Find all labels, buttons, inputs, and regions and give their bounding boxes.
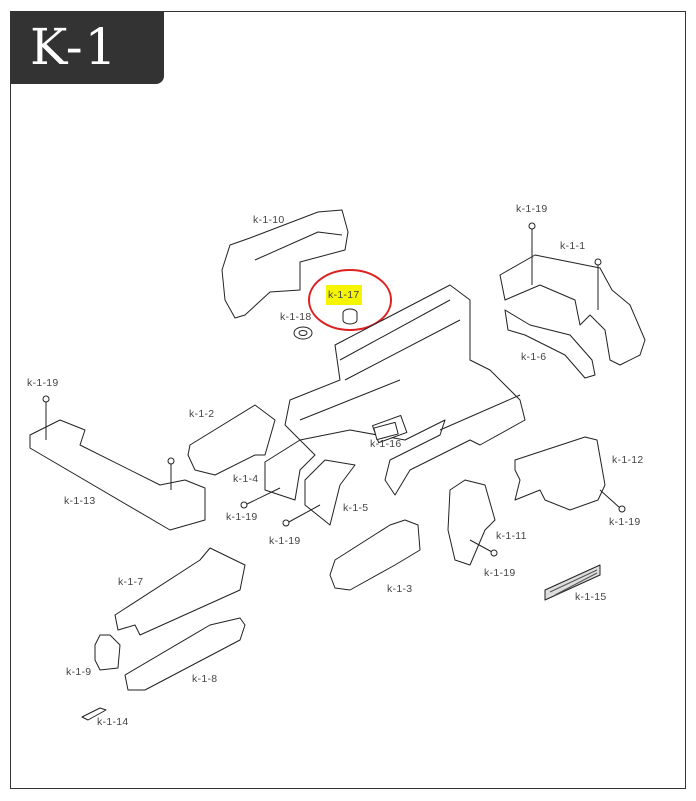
label-k-1-2: k-1-2 xyxy=(189,408,215,420)
label-k-1-4: k-1-4 xyxy=(233,473,259,485)
label-k-1-16: k-1-16 xyxy=(370,438,402,450)
label-k-1-15: k-1-15 xyxy=(575,591,607,603)
part-k-1-4[interactable] xyxy=(240,439,316,509)
label-k-1-19: k-1-19 xyxy=(27,377,59,389)
label-k-1-13: k-1-13 xyxy=(64,495,96,507)
part-k-1-16[interactable] xyxy=(373,421,399,441)
label-k-1-8: k-1-8 xyxy=(192,673,218,685)
label-k-1-5: k-1-5 xyxy=(343,502,369,514)
part-k-1-5[interactable] xyxy=(282,459,356,527)
label-k-1-6: k-1-6 xyxy=(521,351,547,363)
label-k-1-7: k-1-7 xyxy=(118,576,144,588)
label-k-1-19: k-1-19 xyxy=(269,535,301,547)
part-k-1-9[interactable] xyxy=(94,634,121,671)
label-k-1-14: k-1-14 xyxy=(97,716,129,728)
part-k-1-7[interactable] xyxy=(114,547,246,636)
label-k-1-1: k-1-1 xyxy=(560,240,586,252)
label-k-1-19: k-1-19 xyxy=(226,511,258,523)
part-k-1-14[interactable] xyxy=(81,707,107,721)
part-k-1-6[interactable] xyxy=(504,309,596,379)
part-k-1-1[interactable] xyxy=(499,222,646,366)
part-k-1-17[interactable] xyxy=(342,308,358,325)
label-k-1-11: k-1-11 xyxy=(496,530,527,542)
section-title: K-1 xyxy=(10,11,164,84)
red-circle-annotation xyxy=(308,269,392,331)
part-k-1-11[interactable] xyxy=(447,479,498,566)
part-k-1-15[interactable] xyxy=(544,564,601,601)
part-k-1-10[interactable] xyxy=(221,209,349,319)
label-k-1-19: k-1-19 xyxy=(609,516,641,528)
part-k-1-12[interactable] xyxy=(514,436,626,513)
label-k-1-18: k-1-18 xyxy=(280,311,312,323)
label-k-1-9: k-1-9 xyxy=(66,666,92,678)
part-k-1-18[interactable] xyxy=(293,326,313,340)
part-k-1-13[interactable] xyxy=(29,395,206,531)
label-k-1-3: k-1-3 xyxy=(387,583,413,595)
part-k-1-2[interactable] xyxy=(187,404,276,476)
part-k-1-3[interactable] xyxy=(329,519,421,591)
label-k-1-19: k-1-19 xyxy=(516,203,548,215)
label-k-1-12: k-1-12 xyxy=(612,454,644,466)
label-k-1-19: k-1-19 xyxy=(484,567,516,579)
label-k-1-10: k-1-10 xyxy=(253,214,285,226)
label-k-1-17-highlighted: k-1-17 xyxy=(326,285,362,305)
part-k-1-8[interactable] xyxy=(124,617,246,691)
diagram-frame xyxy=(10,11,686,789)
